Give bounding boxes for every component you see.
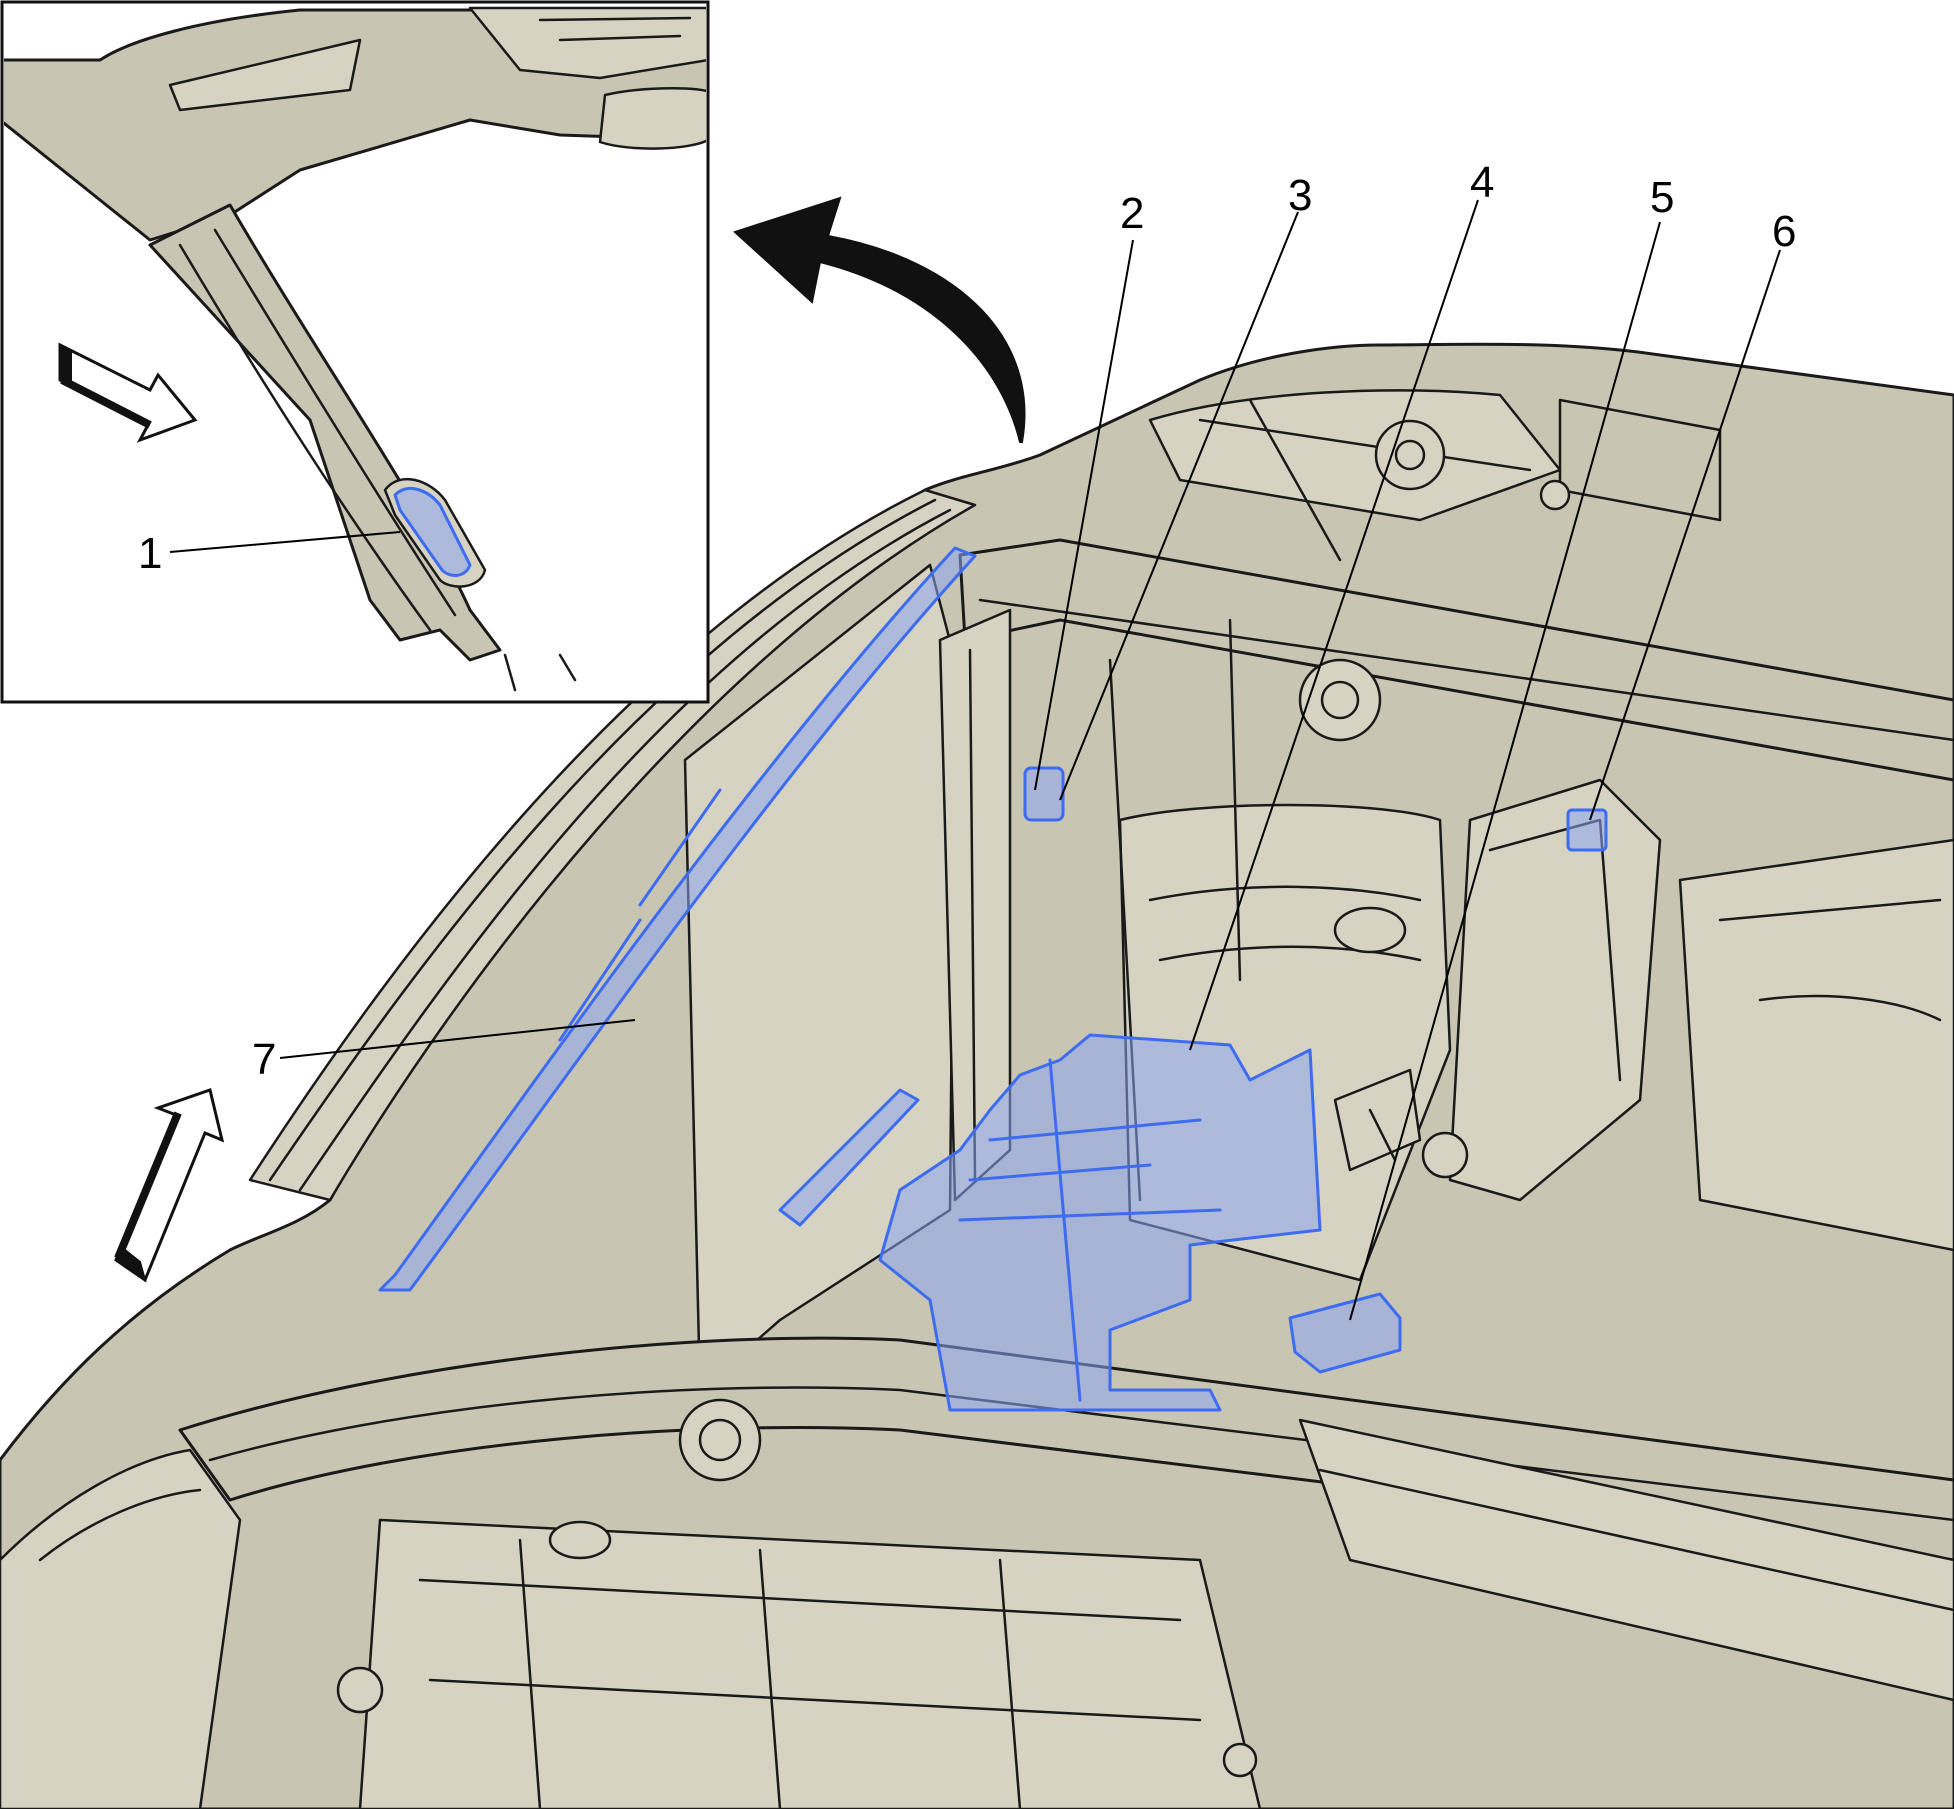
component-7-curtain-airbag bbox=[378, 546, 977, 1292]
vehicle-front-arrow-icon bbox=[114, 1088, 225, 1283]
inset-direction-arrow-icon bbox=[58, 342, 198, 443]
leader-lines bbox=[169, 199, 1781, 1321]
component-3-module bbox=[778, 1088, 920, 1227]
component-1-airbag-module bbox=[393, 487, 472, 577]
callout-2: 2 bbox=[1120, 189, 1144, 238]
callout-3: 3 bbox=[1288, 171, 1312, 220]
highlighted-components bbox=[378, 546, 1608, 1412]
callout-4: 4 bbox=[1470, 158, 1494, 207]
callout-1: 1 bbox=[138, 529, 162, 578]
component-2-sensor bbox=[1023, 766, 1065, 822]
callout-5: 5 bbox=[1650, 173, 1674, 222]
callout-labels: 1 2 3 4 5 6 7 bbox=[138, 158, 1796, 1084]
callout-7: 7 bbox=[252, 1035, 276, 1084]
component-6-sensor bbox=[1566, 808, 1608, 852]
inset-panel bbox=[0, 0, 710, 704]
curved-arrow-icon bbox=[733, 196, 1026, 443]
component-5-control-module bbox=[1288, 1292, 1402, 1374]
vehicle-body bbox=[0, 342, 1954, 1809]
callout-6: 6 bbox=[1772, 207, 1796, 256]
component-4-floor-harness bbox=[878, 1033, 1322, 1412]
